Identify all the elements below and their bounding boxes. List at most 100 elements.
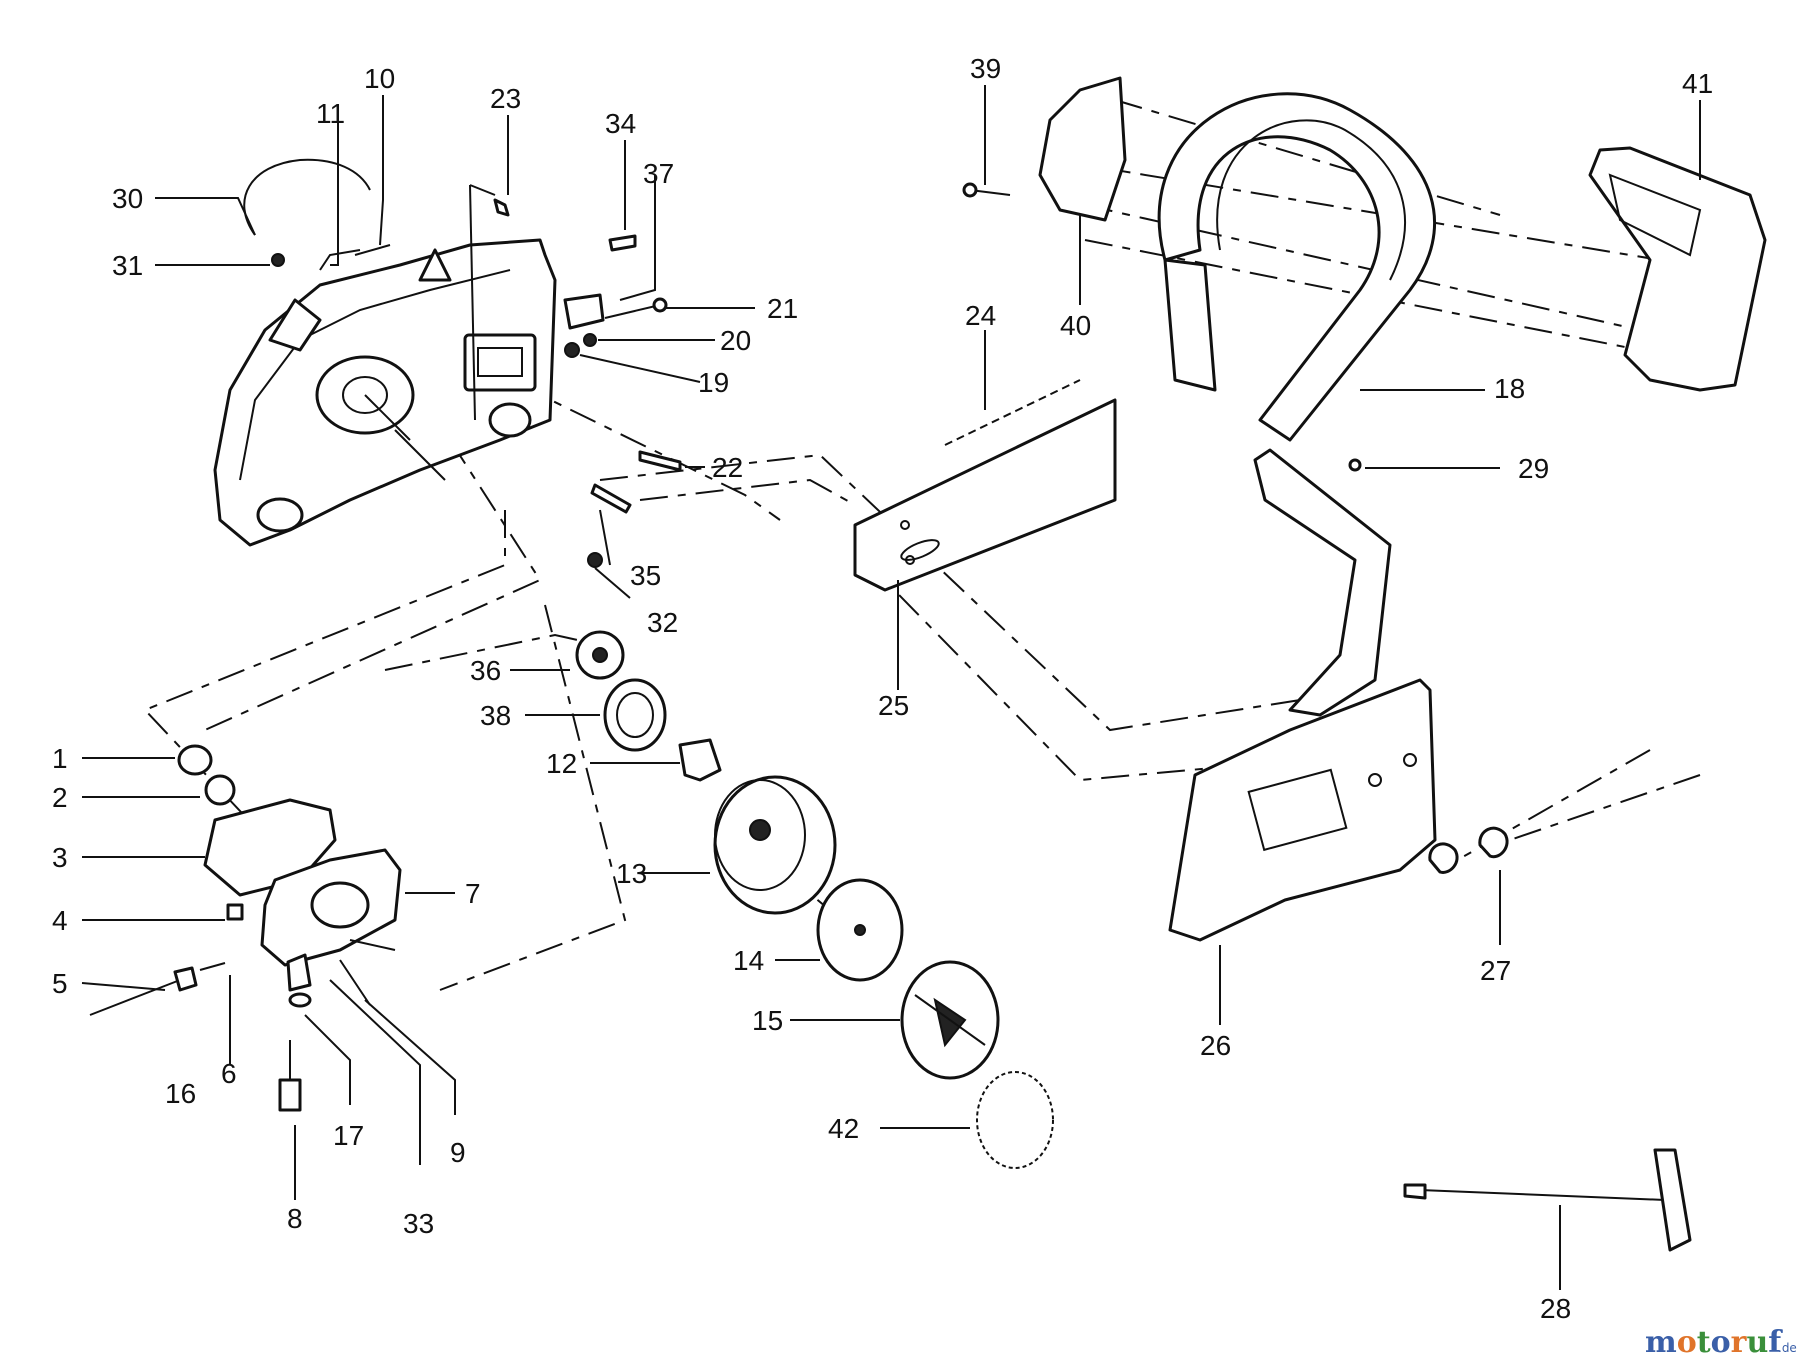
watermark-letter: o [1711, 1325, 1731, 1360]
label-5: 5 [52, 968, 68, 999]
label-15: 15 [752, 1005, 783, 1036]
bracket-part [319, 249, 361, 271]
assembly-line-c [519, 384, 781, 521]
clutch-spring-42-part [976, 1071, 1054, 1169]
label-23: 23 [490, 83, 521, 114]
assembly-line-a [143, 510, 506, 881]
label-33: 33 [403, 1208, 434, 1239]
label-1: 1 [52, 743, 68, 774]
label-13: 13 [616, 858, 647, 889]
label-10: 10 [364, 63, 395, 94]
spring-6-part [199, 962, 226, 971]
sprocket-cover-26-part [1168, 448, 1437, 942]
saw-chain-part [944, 379, 1081, 446]
label-28: 28 [1540, 1293, 1571, 1324]
bolt-21-part [604, 304, 661, 319]
label-29: 29 [1518, 453, 1549, 484]
clip-34-part [608, 234, 637, 252]
oil-hose-part [243, 158, 371, 236]
label-31: 31 [112, 250, 143, 281]
oil-pump-part [203, 798, 402, 992]
leader-lines [81, 85, 1701, 1290]
spring-22-part [638, 450, 682, 472]
label-41: 41 [1682, 68, 1713, 99]
assembly-line-f [639, 478, 856, 506]
nut-20-part [583, 333, 597, 347]
watermark-brand: motoruf [1645, 1325, 1783, 1360]
plate-40-part [1038, 76, 1127, 222]
assembly-line-d [439, 604, 627, 991]
clutch-drum-13-part [713, 775, 837, 915]
grommet-part [271, 253, 285, 267]
screw-29-part [1348, 458, 1362, 472]
nut-27a-part [1428, 842, 1459, 874]
label-30: 30 [112, 183, 143, 214]
label-40: 40 [1060, 310, 1091, 341]
label-9: 9 [450, 1137, 466, 1168]
assembly-line-e [384, 633, 601, 671]
label-22: 22 [712, 452, 743, 483]
washer-19-part [564, 342, 580, 358]
watermark-letter: m [1645, 1325, 1677, 1360]
watermark-suffix: .de [1778, 1341, 1797, 1355]
label-35: 35 [630, 560, 661, 591]
label-42: 42 [828, 1113, 859, 1144]
assembly-line-b [204, 439, 542, 731]
assembly-line-m [1509, 774, 1701, 841]
guide-bar-part [853, 398, 1117, 592]
watermark-letter: f [1768, 1325, 1783, 1360]
label-11: 11 [316, 98, 345, 129]
label-26: 26 [1200, 1030, 1231, 1061]
label-14: 14 [733, 945, 764, 976]
pin-23-part [493, 198, 510, 217]
label-12: 12 [546, 748, 577, 779]
label-7: 7 [465, 878, 481, 909]
combination-wrench-28-part [1403, 1148, 1692, 1252]
label-39: 39 [970, 53, 1001, 84]
watermark-letter: u [1746, 1325, 1768, 1360]
label-27: 27 [1480, 955, 1511, 986]
label-18: 18 [1494, 373, 1525, 404]
label-21: 21 [767, 293, 798, 324]
watermark-logo: motoruf .de [1645, 1325, 1797, 1360]
assembly-line-h [859, 554, 1301, 782]
label-32: 32 [647, 607, 678, 638]
label-4: 4 [52, 905, 68, 936]
assembly-line-i [1114, 99, 1501, 216]
watermark-letter: o [1677, 1325, 1697, 1360]
assembly-line-n [1439, 749, 1651, 871]
callout-labels: 1 2 3 4 5 6 7 8 9 10 11 12 13 14 15 16 1… [52, 53, 1713, 1324]
screw-10-part [354, 244, 391, 256]
hand-guard-41-part [1588, 146, 1767, 392]
label-34: 34 [605, 108, 636, 139]
label-19: 19 [698, 367, 729, 398]
label-24: 24 [965, 300, 996, 331]
label-37: 37 [643, 158, 674, 189]
parts [89, 76, 1767, 1252]
sprocket-rim-38-part [603, 678, 667, 752]
label-38: 38 [480, 700, 511, 731]
o-ring-17-part [288, 992, 312, 1008]
label-17: 17 [333, 1120, 364, 1151]
label-36: 36 [470, 655, 501, 686]
label-8: 8 [287, 1203, 303, 1234]
spring-35-part [590, 483, 632, 514]
label-20: 20 [720, 325, 751, 356]
assembly-line-g [599, 453, 1301, 732]
fitting-16-part [173, 966, 198, 992]
watermark-letter: r [1731, 1325, 1748, 1360]
label-25: 25 [878, 690, 909, 721]
ring-2-part [204, 774, 236, 806]
pin-9-part [349, 939, 396, 951]
screw-33-part [339, 959, 371, 1006]
watermark-letter: t [1697, 1325, 1711, 1360]
ball-32-part [587, 552, 603, 568]
label-2: 2 [52, 782, 68, 813]
clutch-cover-part [213, 184, 557, 547]
plug-1-part [177, 744, 213, 776]
adjuster-8-part [278, 1078, 302, 1112]
needle-bearing-12-part [678, 738, 722, 782]
label-16: 16 [165, 1078, 196, 1109]
gasket-4-part [226, 903, 244, 921]
